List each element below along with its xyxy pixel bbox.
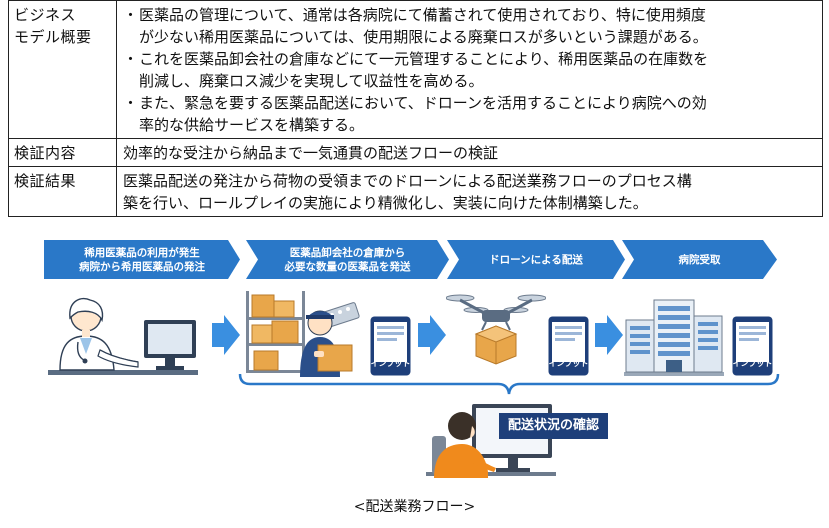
drone-illustration [446,294,546,365]
table-row-verification-result: 検証結果 医薬品配送の発注から荷物の受領までのドローンによる配送業務フローのプロ… [8,166,823,217]
operator-illustration [426,404,556,478]
flow-step-4: 病院受取 [622,240,777,279]
row-header-verification-content: 検証内容 [8,138,117,167]
info-input-phone-1: 情報のインプット [370,316,411,376]
flow-step-1: 稀用医薬品の利用が発生病院から希用医薬品の発注 [44,240,240,279]
business-model-table: ビジネス モデル概要 ・ 医薬品の管理について、通常は各病院にて備蓄されて使用さ… [8,0,823,217]
flow-arrow-2 [418,315,446,355]
info-input-phone-3: 情報のインプット [732,316,773,376]
warehouse-worker-illustration [246,291,360,377]
flow-step-3: ドローンによる配送 [447,240,625,279]
info-input-phone-2: 情報のインプット [548,316,589,376]
figure-caption: <配送業務フロー> [353,499,476,515]
row-content-verification-result: 医薬品配送の発注から荷物の受領までのドローンによる配送業務フローのプロセス構 築… [116,166,823,217]
table-row-business-model: ビジネス モデル概要 ・ 医薬品の管理について、通常は各病院にて備蓄されて使用さ… [8,0,823,139]
info-input-label: 情報のインプット [732,349,773,368]
flow-arrow-3 [595,315,623,355]
bullet-item: ・ これを医薬品卸会社の倉庫などにて一元管理することにより、稀用医薬品の在庫数を… [123,50,709,90]
bullet-item: ・ 医薬品の管理について、通常は各病院にて備蓄されて使用されており、特に使用頻度… [123,6,708,46]
bullet-item: ・ また、緊急を要する医薬品配送において、ドローンを活用することにより病院への効… [123,94,707,134]
row-header-verification-result: 検証結果 [8,166,117,217]
row-content-verification-content: 効率的な受注から納品まで一気通貫の配送フローの検証 [116,138,823,167]
row-content-business-model: ・ 医薬品の管理について、通常は各病院にて備蓄されて使用されており、特に使用頻度… [116,0,823,139]
flow-arrow-1 [212,315,240,355]
row-header-business-model: ビジネス モデル概要 [8,0,117,139]
delivery-status-label: 配送状況の確認 [499,413,608,439]
info-input-label: 情報のインプット [370,349,411,368]
hospital-illustration [624,299,724,376]
table-row-verification-content: 検証内容 効率的な受注から納品まで一気通貫の配送フローの検証 [8,138,823,167]
flow-step-2: 医薬品卸会社の倉庫から必要な数量の医薬品を発送 [246,240,449,279]
info-bracket [238,373,780,395]
doctor-illustration [48,297,198,375]
info-input-label: 情報のインプット [548,349,589,368]
